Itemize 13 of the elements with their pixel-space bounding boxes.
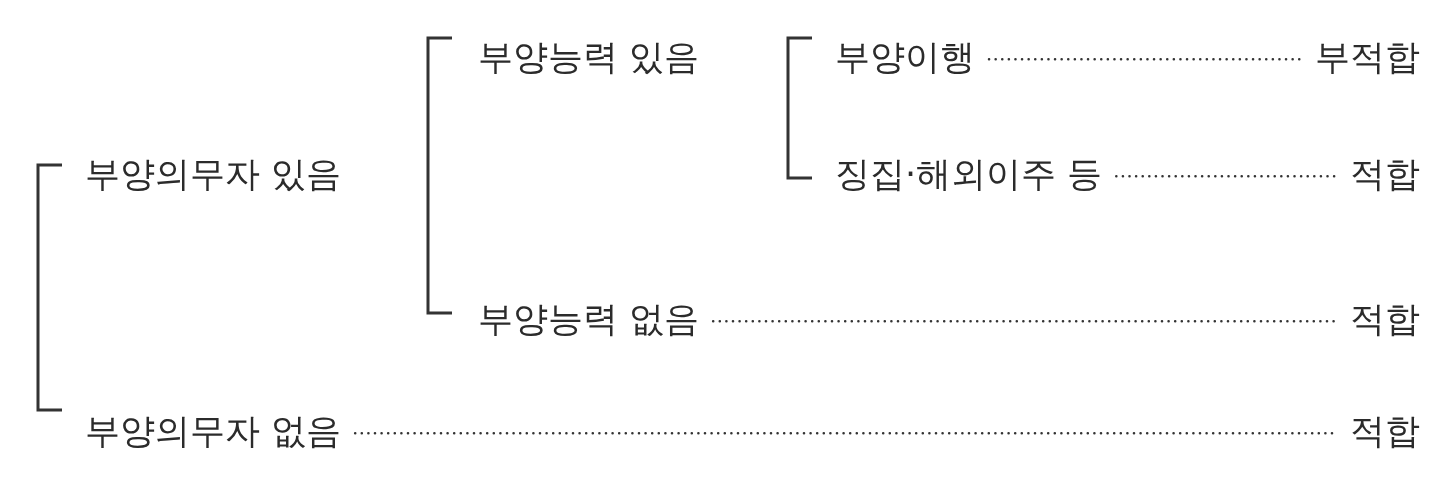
node-text: 부양의무자 없음 — [85, 412, 342, 451]
node-text: 적합 — [1350, 300, 1420, 339]
node-text: 적합 — [1350, 412, 1420, 451]
node-text: 부양이행 — [835, 38, 975, 77]
leader-line — [711, 320, 1338, 323]
node-text: 부양능력 없음 — [478, 300, 700, 339]
node-text: 징집·해외이주 등 — [835, 155, 1103, 194]
node-text: 적합 — [1350, 155, 1420, 194]
leader-line — [1115, 175, 1338, 178]
leader-line — [987, 58, 1303, 61]
node-text: 부적합 — [1315, 38, 1420, 77]
node-text: 부양의무자 있음 — [85, 155, 342, 194]
node-text: 부양능력 있음 — [478, 38, 700, 77]
